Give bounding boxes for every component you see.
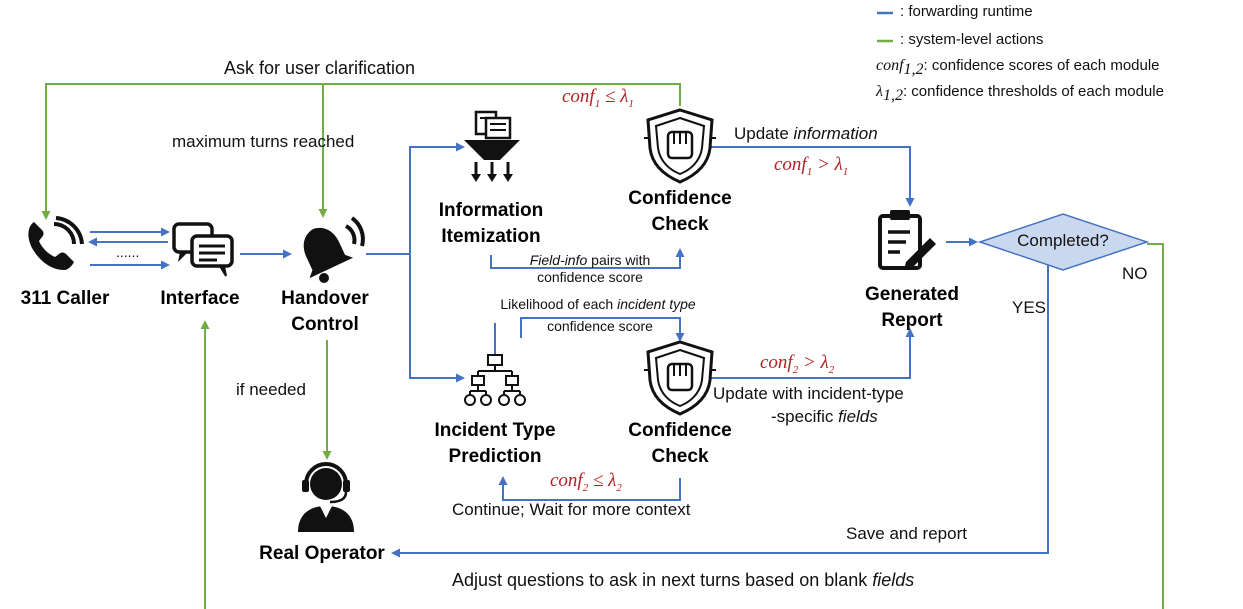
condition-conf1-le-sym: conf bbox=[562, 86, 595, 107]
condition-conf1-gt: conf1 > λ1 bbox=[774, 154, 848, 178]
legend-lambda-symbol: λ bbox=[876, 83, 883, 100]
itemization-line1: Information bbox=[438, 200, 544, 221]
hierarchy-icon bbox=[464, 354, 526, 406]
operator-icon bbox=[298, 462, 354, 532]
adjust-prefix: Adjust questions to ask in next turns ba… bbox=[452, 570, 873, 590]
completed-label: Completed? bbox=[1017, 231, 1109, 250]
condition-conf2-gt: conf2 > λ2 bbox=[760, 352, 834, 376]
condition-conf1-gt-sym: conf bbox=[774, 154, 807, 175]
condition-conf1-gt-sub: 1 bbox=[806, 165, 813, 178]
handover-label: Handover Control bbox=[270, 286, 380, 338]
condition-conf2-gt-sub2: 2 bbox=[828, 363, 835, 376]
update-incident-emphasis: fields bbox=[838, 407, 878, 426]
report-line2: Report bbox=[881, 310, 943, 331]
prediction-line1: Incident Type bbox=[434, 420, 556, 441]
legend-conf-subscript: 1,2 bbox=[903, 61, 924, 78]
legend-lambda-row: λ1,2: confidence thresholds of each modu… bbox=[876, 83, 1164, 105]
legend-conf-symbol: conf bbox=[876, 57, 904, 74]
itemization-line2: Itemization bbox=[441, 226, 541, 247]
condition-conf1-le: conf1 ≤ λ1 bbox=[562, 86, 634, 110]
condition-conf1-le-sub2: 1 bbox=[628, 97, 634, 110]
shield-fist-icon bbox=[644, 108, 716, 184]
bell-icon bbox=[303, 216, 365, 283]
likelihood-prefix: Likelihood of each bbox=[500, 296, 618, 312]
likelihood-line1: Likelihood of each incident type bbox=[478, 296, 718, 313]
chat-icon bbox=[172, 222, 234, 277]
confcheck-top-label: Confidence Check bbox=[615, 186, 745, 238]
yes-label: YES bbox=[1012, 298, 1047, 317]
condition-conf2-le-sym: conf bbox=[550, 470, 583, 491]
legend-conf-desc: : confidence scores of each module bbox=[923, 57, 1160, 74]
caller-label: 311 Caller bbox=[20, 288, 110, 309]
interface-label: Interface bbox=[160, 288, 240, 309]
update-incident-prefix: -specific bbox=[771, 407, 839, 426]
handover-line1: Handover bbox=[281, 288, 369, 309]
handover-line2: Control bbox=[291, 314, 359, 335]
condition-conf2-le-op: ≤ λ bbox=[588, 470, 617, 491]
report-label: Generated Report bbox=[852, 282, 972, 334]
condition-conf2-gt-sym: conf bbox=[760, 352, 793, 373]
condition-conf1-le-op: ≤ λ bbox=[600, 86, 629, 107]
clipboard-icon bbox=[878, 210, 936, 270]
field-info-line2: confidence score bbox=[537, 269, 643, 285]
update-info-label: Update information bbox=[734, 124, 878, 144]
forwarding-edges bbox=[88, 142, 1049, 558]
itemization-label: Information Itemization bbox=[425, 198, 557, 250]
legend-system-label: : system-level actions bbox=[900, 31, 1044, 48]
operator-label: Real Operator bbox=[259, 543, 385, 564]
condition-conf1-le-sub: 1 bbox=[594, 97, 601, 110]
legend-lambda-subscript: 1,2 bbox=[882, 87, 903, 104]
phone-icon bbox=[28, 216, 84, 270]
likelihood-emphasis: incident type bbox=[617, 296, 696, 312]
adjust-emphasis: fields bbox=[872, 570, 915, 590]
clarification-label: Ask for user clarification bbox=[224, 58, 416, 78]
system-edges bbox=[41, 83, 1164, 609]
confcheck-top-line1: Confidence bbox=[628, 188, 732, 209]
condition-conf2-le-sub2: 2 bbox=[616, 481, 622, 494]
condition-conf2-le-sub: 2 bbox=[582, 481, 589, 494]
condition-conf1-gt-sub2: 1 bbox=[842, 165, 849, 178]
condition-conf1-gt-op: > λ bbox=[812, 154, 843, 175]
shield-fist-icon bbox=[644, 340, 716, 416]
likelihood-line2: confidence score bbox=[547, 318, 653, 334]
continue-label: Continue; Wait for more context bbox=[452, 500, 691, 519]
adjust-questions-label: Adjust questions to ask in next turns ba… bbox=[452, 570, 914, 591]
if-needed-label: if needed bbox=[236, 380, 306, 399]
completed-diamond bbox=[977, 213, 1150, 271]
condition-conf2-le: conf2 ≤ λ2 bbox=[550, 470, 622, 494]
field-info-rest: pairs with bbox=[587, 252, 651, 268]
legend-forwarding-label: : forwarding runtime bbox=[900, 3, 1033, 20]
legend-lambda-desc: : confidence thresholds of each module bbox=[902, 83, 1164, 100]
legend-conf-row: conf1,2: confidence scores of each modul… bbox=[876, 57, 1160, 79]
condition-conf2-gt-op: > λ bbox=[798, 352, 829, 373]
prediction-line2: Prediction bbox=[448, 446, 542, 467]
update-info-emphasis: information bbox=[793, 124, 878, 143]
field-info-emphasis: Field-info bbox=[529, 252, 588, 268]
confcheck-top-line2: Check bbox=[651, 214, 709, 235]
dots-label: ...... bbox=[116, 244, 140, 260]
condition-conf2-gt-sub: 2 bbox=[792, 363, 799, 376]
update-incident-line1: Update with incident-type bbox=[713, 384, 904, 403]
field-info-label: Field-info pairs with confidence score bbox=[510, 252, 670, 286]
save-report-label: Save and report bbox=[846, 524, 967, 543]
update-incident-line2: -specific fields bbox=[771, 407, 878, 427]
prediction-label: Incident Type Prediction bbox=[430, 418, 560, 470]
report-line1: Generated bbox=[865, 284, 959, 305]
confcheck-bot-line1: Confidence bbox=[628, 420, 732, 441]
update-info-prefix: Update bbox=[734, 124, 794, 143]
confcheck-bot-line2: Check bbox=[651, 446, 709, 467]
likelihood-label: Likelihood of each incident type bbox=[478, 296, 718, 313]
confcheck-bot-label: Confidence Check bbox=[615, 418, 745, 470]
no-label: NO bbox=[1122, 264, 1148, 283]
field-info-line1: Field-info pairs with bbox=[510, 252, 670, 269]
funnel-icon bbox=[464, 110, 520, 182]
max-turns-label: maximum turns reached bbox=[172, 132, 355, 151]
